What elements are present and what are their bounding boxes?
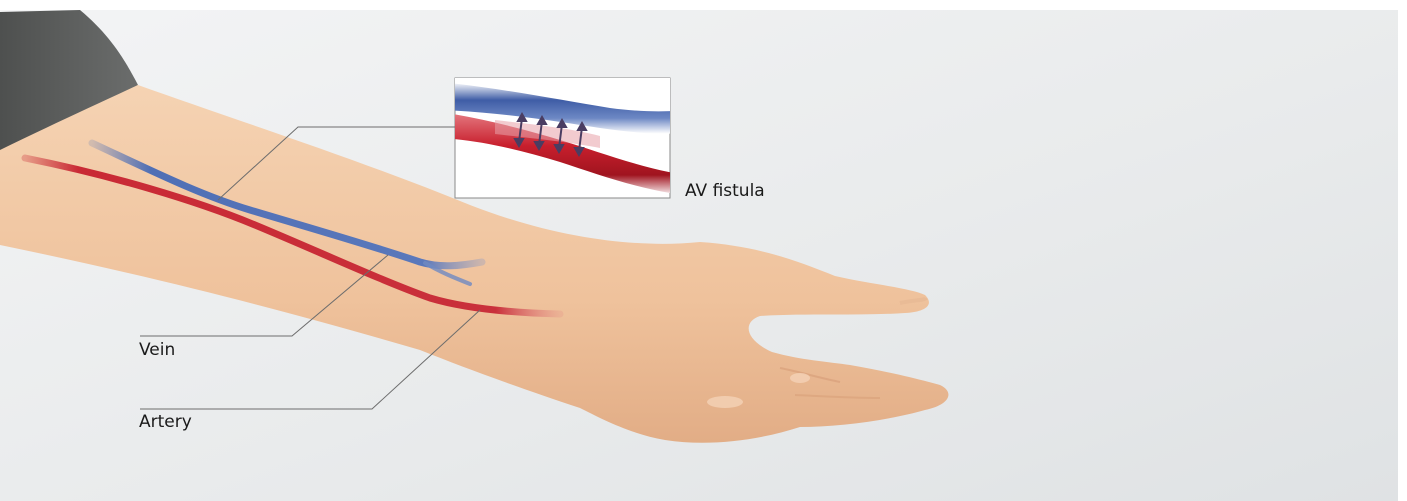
artery-label: Artery [139,412,192,432]
finger-nail [790,373,810,383]
fistula-inset [440,78,690,198]
finger-nail [707,396,743,408]
av-fistula-label: AV fistula [685,181,765,201]
vein-label: Vein [139,340,175,360]
